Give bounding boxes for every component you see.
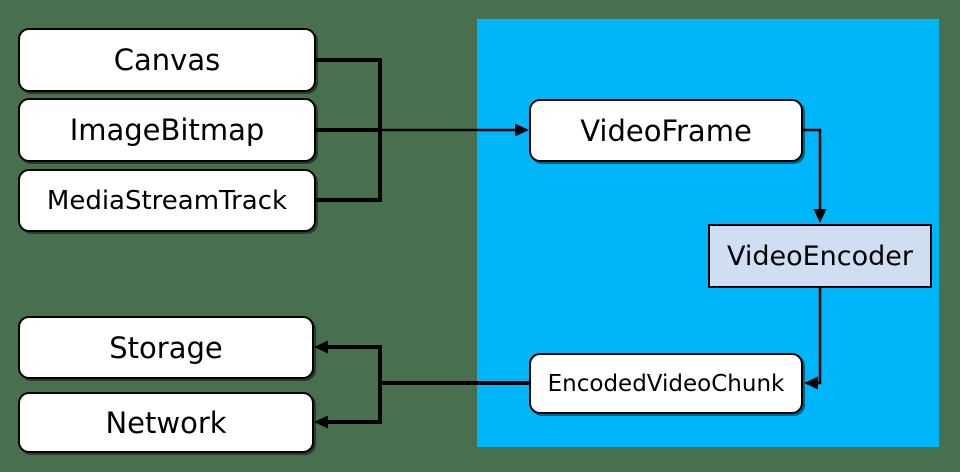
edge-sources-bracket: [316, 58, 382, 202]
node-videoencoder: VideoEncoder: [708, 224, 932, 288]
node-videoframe-label: VideoFrame: [580, 113, 752, 148]
node-canvas-label: Canvas: [113, 43, 221, 77]
arrowhead-network: [314, 415, 328, 429]
node-videoframe: VideoFrame: [529, 99, 803, 162]
node-network-label: Network: [105, 405, 227, 440]
node-storage-label: Storage: [109, 330, 223, 365]
node-mediastreamtrack: MediaStreamTrack: [18, 169, 316, 232]
arrowhead-storage: [314, 340, 328, 354]
node-storage: Storage: [18, 316, 314, 379]
node-encodedvideochunk: EncodedVideoChunk: [529, 353, 803, 414]
node-imagebitmap: ImageBitmap: [18, 98, 316, 162]
node-encodedvideochunk-label: EncodedVideoChunk: [547, 370, 785, 397]
node-canvas: Canvas: [18, 28, 316, 92]
node-videoencoder-label: VideoEncoder: [726, 240, 914, 272]
node-imagebitmap-label: ImageBitmap: [69, 113, 265, 147]
node-network: Network: [18, 392, 314, 453]
node-mediastreamtrack-label: MediaStreamTrack: [46, 185, 288, 216]
